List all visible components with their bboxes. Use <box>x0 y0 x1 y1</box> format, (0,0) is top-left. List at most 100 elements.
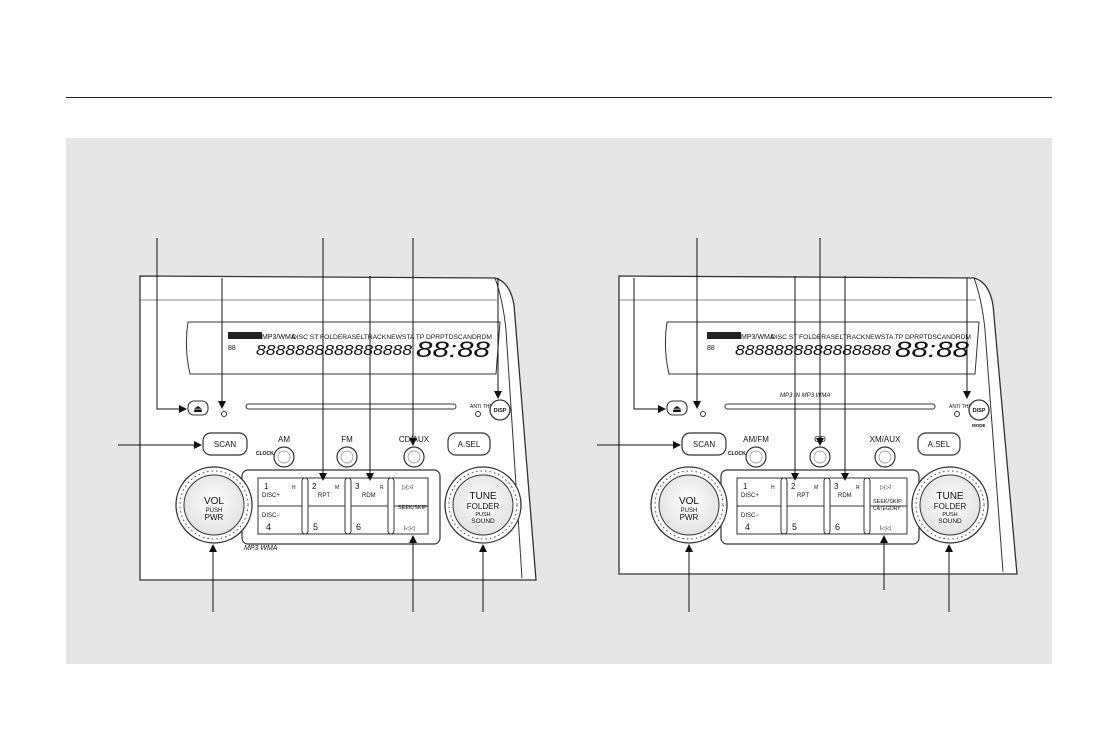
right-rdm-label: RDM <box>838 493 852 499</box>
right-tune-knob[interactable]: TUNE FOLDER PUSH SOUND <box>911 466 989 544</box>
right-xm-aux-button[interactable] <box>874 446 896 468</box>
right-am-fm-button[interactable] <box>745 446 767 468</box>
left-am-button[interactable] <box>273 446 295 468</box>
right-scan-label: SCAN <box>693 440 715 449</box>
svg-text:FOLDER: FOLDER <box>467 502 500 511</box>
svg-text:PWR: PWR <box>680 513 699 522</box>
svg-text:PUSH: PUSH <box>942 512 957 518</box>
svg-text:2: 2 <box>791 482 796 491</box>
svg-text:H: H <box>292 485 296 491</box>
left-vol-knob[interactable]: VOL PUSH PWR <box>175 466 253 544</box>
right-preset-6[interactable]: 6 <box>835 522 840 532</box>
left-preset-1-num: 1 <box>264 482 269 491</box>
svg-text:4: 4 <box>266 522 271 532</box>
left-skip-fwd-icon: ▷▷I <box>402 485 413 491</box>
right-callouts <box>597 238 971 612</box>
right-mode-label: MODE <box>972 423 986 428</box>
left-callouts <box>118 238 502 612</box>
left-asel-button[interactable] <box>447 432 491 456</box>
svg-text:SOUND: SOUND <box>471 518 495 525</box>
right-preset-4[interactable]: DISC− 4 <box>741 513 759 532</box>
left-tune-label: TUNE <box>469 491 497 502</box>
right-display-indicators: DISC ST FOLDERASELTRACKNEWSTA TP DPRPTDS… <box>771 334 971 341</box>
left-cd-aux-label: CD/AUX <box>399 435 430 444</box>
left-disc-minus-label: DISC− <box>262 513 280 519</box>
right-eject-icon: ⏏ <box>672 404 681 415</box>
right-preset-5[interactable]: 5 <box>792 522 797 532</box>
right-skip-back-icon: I◁◁ <box>880 526 891 532</box>
left-eject-button[interactable] <box>187 400 209 416</box>
left-anti-theft-label: ANTI THEFT <box>470 404 499 410</box>
right-cd-slot <box>724 403 936 410</box>
right-category-label: CATEGORY <box>873 506 901 512</box>
right-disc-plus-label: DISC+ <box>741 493 759 499</box>
right-preset-1[interactable]: 1 H DISC+ <box>741 482 775 499</box>
svg-text:6: 6 <box>356 522 361 532</box>
svg-text:2: 2 <box>312 482 317 491</box>
right-xm-aux-label: XM/AUX <box>870 435 901 444</box>
right-skip-fwd-icon: ▷▷I <box>880 485 891 491</box>
svg-text:SOUND: SOUND <box>938 518 962 525</box>
left-preset-5[interactable]: 5 <box>313 522 318 532</box>
right-vol-knob[interactable]: VOL PUSH PWR <box>650 466 728 544</box>
svg-text:5: 5 <box>792 522 797 532</box>
left-display-tag <box>228 332 262 339</box>
right-am-fm-label: AM/FM <box>743 435 769 444</box>
svg-text:4: 4 <box>745 522 750 532</box>
svg-text:PUSH: PUSH <box>681 508 698 514</box>
left-scan-button[interactable] <box>202 432 248 456</box>
left-skip-back-icon: I◁◁ <box>404 526 415 532</box>
left-tune-knob[interactable]: TUNE FOLDER PUSH SOUND <box>444 466 522 544</box>
left-fm-label: FM <box>341 435 353 444</box>
svg-text:PUSH: PUSH <box>475 512 490 518</box>
right-scan-button[interactable] <box>681 432 727 456</box>
left-preset-1[interactable]: 1 H DISC+ <box>262 482 296 499</box>
svg-text:H: H <box>771 485 775 491</box>
svg-text:PWR: PWR <box>205 513 224 522</box>
left-display-segments: 8888888888888888 <box>256 342 413 359</box>
left-disp-button[interactable] <box>489 399 511 421</box>
left-cd-aux-button[interactable] <box>403 446 425 468</box>
left-preset-4[interactable]: DISC− 4 <box>262 513 280 532</box>
right-slot-label: MP3 IN MP3 WMA <box>780 393 830 399</box>
left-clock-label: CLOCK <box>256 451 274 457</box>
svg-text:R: R <box>380 485 384 491</box>
svg-text:3: 3 <box>355 482 360 491</box>
right-asel-button[interactable] <box>917 432 961 456</box>
right-display-mode: MP3/WMA <box>741 334 775 341</box>
right-anti-theft-led <box>954 411 960 417</box>
left-display-mode: MP3/WMA <box>262 334 296 341</box>
right-radio-unit: MP3/WMA DISC ST FOLDERASELTRACKNEWSTA TP… <box>597 238 1018 612</box>
right-preset-3[interactable]: 3 R RDM <box>834 482 860 499</box>
right-disp-button[interactable] <box>968 399 990 421</box>
right-clock-label: CLOCK <box>728 451 746 457</box>
right-cd-button[interactable] <box>809 446 831 468</box>
left-indicator-led <box>221 411 227 417</box>
right-seek-skip-label: SEEK/SKIP <box>873 499 902 505</box>
right-disp-label: DISP <box>973 408 986 414</box>
left-seek-skip[interactable]: ▷▷I SEEK/SKIP I◁◁ <box>398 485 427 532</box>
left-am-label: AM <box>278 435 290 444</box>
left-fm-button[interactable] <box>336 446 358 468</box>
left-preset-6[interactable]: 6 <box>356 522 361 532</box>
left-preset-3[interactable]: 3 R RDM <box>355 482 384 499</box>
right-display: MP3/WMA DISC ST FOLDERASELTRACKNEWSTA TP… <box>664 321 980 375</box>
svg-text:M: M <box>814 485 818 491</box>
right-preset-2[interactable]: 2 M RPT <box>791 482 818 499</box>
left-display-clock: 88:88 <box>416 337 491 362</box>
left-preset-2[interactable]: 2 M RPT <box>312 482 339 499</box>
svg-text:FOLDER: FOLDER <box>934 502 967 511</box>
right-anti-theft-label: ANTI THEFT <box>949 404 978 410</box>
right-display-segments: 8888888888888888 <box>735 342 892 359</box>
left-display: MP3/WMA DISC ST FOLDERASELTRACKNEWSTA TP… <box>185 321 501 375</box>
left-disp-label: DISP <box>494 408 507 414</box>
right-vol-label: VOL <box>679 496 699 507</box>
right-eject-button[interactable] <box>666 400 688 416</box>
right-display-grid: 88 <box>707 345 715 352</box>
left-disc-plus-label: DISC+ <box>262 493 280 499</box>
right-asel-label: A.SEL <box>928 440 951 449</box>
left-rpt-label: RPT <box>318 493 330 499</box>
left-mp3-wma-badge: MP3 WMA <box>244 545 278 552</box>
right-seek-skip[interactable]: ▷▷I SEEK/SKIP CATEGORY I◁◁ <box>873 485 902 532</box>
right-display-tag <box>707 332 741 339</box>
